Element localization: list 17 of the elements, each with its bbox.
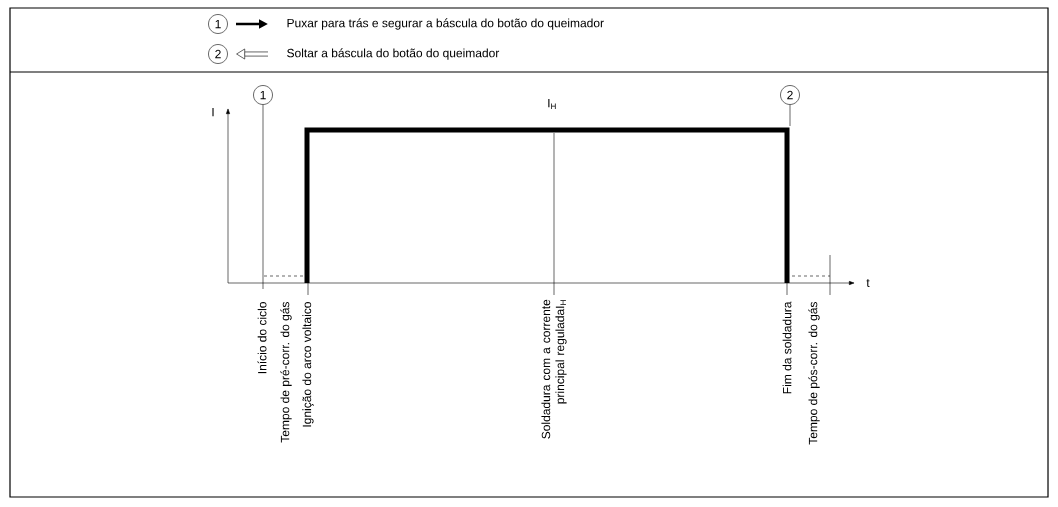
event-label: Tempo de pós-corr. do gás <box>808 302 820 445</box>
event-label: Ignição do arco voltaico <box>302 302 314 427</box>
marker-line <box>789 104 791 127</box>
circled-number: 1 <box>253 85 273 105</box>
legend-text: Puxar para trás e segurar a báscula do botão do queimador <box>287 18 604 30</box>
legend-text: Soltar a báscula do botão do queimador <box>287 48 500 60</box>
circled-number: 1 <box>208 14 228 34</box>
circled-number: 2 <box>208 44 228 64</box>
current-label: I$_{H}$ <box>548 99 556 110</box>
marker-line <box>262 104 264 290</box>
axis-label: I <box>212 107 214 117</box>
circled-number: 2 <box>780 85 800 105</box>
axis-label: t <box>866 279 870 287</box>
event-label: Soldadura com a corrente principal reguladaI$_{H}$ <box>541 299 567 439</box>
event-label: Fim da soldadura <box>782 301 792 394</box>
event-label: Início do ciclo <box>257 302 267 374</box>
event-label: Tempo de pré-corr. do gás <box>280 302 292 443</box>
